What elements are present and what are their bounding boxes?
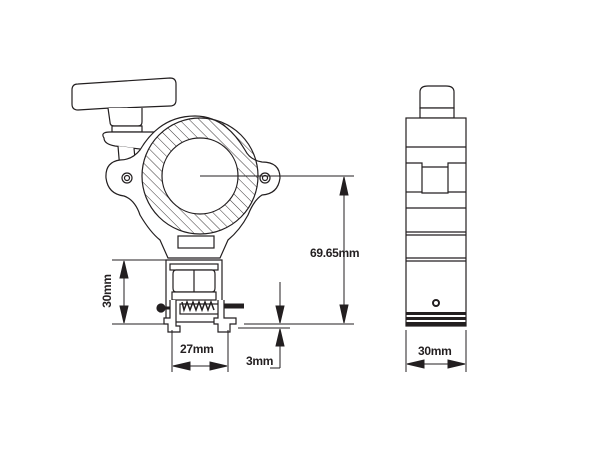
dim-body-width: 30mm bbox=[418, 344, 452, 358]
dimension-lines bbox=[112, 175, 354, 372]
dim-adaptor-width: 27mm bbox=[180, 342, 214, 356]
front-view bbox=[405, 85, 467, 327]
front-dimension bbox=[405, 330, 467, 372]
wing-handle bbox=[71, 77, 177, 111]
knob bbox=[419, 85, 455, 109]
dim-rail-lip: 3mm bbox=[246, 354, 274, 368]
dim-adaptor-height: 30mm bbox=[99, 274, 114, 308]
front-body bbox=[405, 117, 467, 327]
dim-height-total: 69.65mm bbox=[310, 246, 360, 260]
